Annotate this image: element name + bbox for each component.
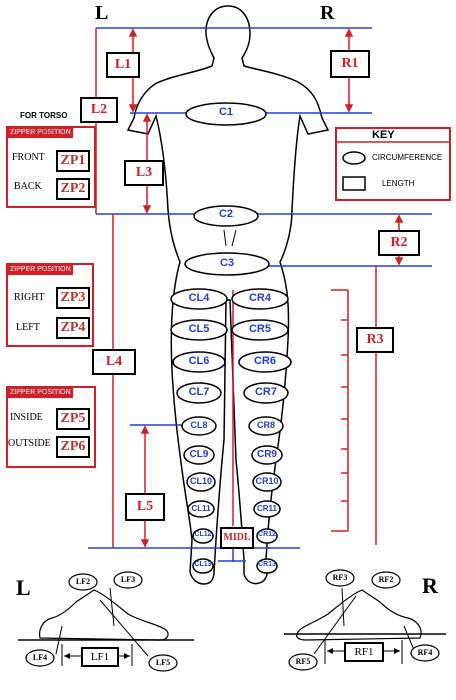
- circ-label-right-9: CR9: [256, 448, 277, 460]
- length-label-lf1: LF1: [81, 647, 119, 667]
- foot-label-lf2: LF2: [75, 577, 91, 586]
- left-foot-side-label: L: [16, 575, 31, 600]
- circ-label-left-12: CL12: [194, 531, 212, 539]
- circ-label-left-10: CL10: [189, 476, 212, 487]
- key-length-text: LENGTH: [382, 179, 415, 188]
- left-side-label: L: [95, 2, 109, 24]
- circ-label-left-9: CL9: [189, 448, 209, 460]
- zipper-code-zp4[interactable]: ZP4: [56, 317, 90, 339]
- right-foot-drawing: [296, 589, 422, 641]
- foot-label-rf5: RF5: [295, 657, 311, 666]
- circ-label-right-11: CR11: [256, 503, 277, 513]
- circ-label-left-4: CL4: [188, 291, 210, 304]
- foot-label-rf2: RF2: [378, 575, 394, 584]
- zipper-row-label: BACK: [14, 181, 42, 192]
- zipper-row-label: INSIDE: [10, 412, 43, 423]
- circ-label-left-7: CL7: [188, 385, 210, 398]
- circ-label-left-8: CL8: [190, 420, 208, 431]
- length-label-rf1: RF1: [344, 642, 384, 662]
- key-title: KEY: [372, 129, 395, 141]
- length-label-l4: L4: [92, 349, 136, 375]
- circ-label-c3: C3: [219, 257, 235, 269]
- length-label-r1: R1: [330, 50, 370, 78]
- circ-label-left-13: CL13: [194, 561, 212, 569]
- left-foot-drawing: [39, 589, 169, 641]
- circ-label-right-6: CR6: [253, 354, 276, 367]
- foot-label-lf5: LF5: [155, 658, 171, 667]
- foot-label-lf3: LF3: [120, 575, 136, 584]
- zipper-row-label: RIGHT: [14, 292, 45, 303]
- zipper-code-zp6[interactable]: ZP6: [56, 436, 90, 458]
- right-foot-side-label: R: [422, 573, 438, 598]
- zipper-row-label: LEFT: [16, 322, 40, 333]
- torso-note: FOR TORSO: [20, 111, 68, 120]
- key-circumference-text: CIRCUMFERENCE: [372, 153, 443, 162]
- zipper-group-legs: ZIPPER POSITION INSIDE ZP5 OUTSIDE ZP6: [6, 386, 96, 468]
- zipper-group-title: ZIPPER POSITION: [8, 128, 73, 138]
- circ-label-left-11: CL11: [191, 503, 211, 513]
- circ-label-right-10: CR10: [255, 476, 279, 487]
- circ-label-right-7: CR7: [254, 385, 277, 398]
- length-label-l1: L1: [106, 52, 140, 78]
- zipper-row-label: FRONT: [12, 152, 45, 163]
- circ-label-left-5: CL5: [188, 322, 210, 335]
- circ-label-right-8: CR8: [256, 420, 275, 431]
- zipper-group-title: ZIPPER POSITION: [8, 265, 73, 275]
- zipper-row-label: OUTSIDE: [8, 438, 51, 449]
- zipper-code-zp3[interactable]: ZP3: [56, 287, 90, 309]
- zipper-group-sides: ZIPPER POSITION RIGHT ZP3 LEFT ZP4: [6, 263, 94, 347]
- foot-label-rf3: RF3: [332, 573, 348, 582]
- zipper-code-zp2[interactable]: ZP2: [56, 178, 90, 200]
- length-label-r3: R3: [356, 327, 394, 353]
- circ-label-right-5: CR5: [248, 322, 271, 335]
- zipper-group-torso: ZIPPER POSITION FRONT ZP1 BACK ZP2: [6, 126, 96, 208]
- length-label-l2: L2: [80, 97, 118, 123]
- circ-label-right-12: CR12: [258, 531, 276, 539]
- circ-label-right-13: CR13: [258, 561, 276, 569]
- foot-label-lf4: LF4: [32, 653, 48, 662]
- circ-label-c1: C1: [218, 106, 234, 118]
- circ-label-left-6: CL6: [188, 354, 210, 367]
- circ-label-right-4: CR4: [248, 291, 271, 304]
- length-label-l5: L5: [125, 493, 165, 521]
- length-label-l3: L3: [124, 160, 164, 186]
- length-label-midl: MIDL: [220, 527, 254, 549]
- foot-label-rf4: RF4: [417, 648, 433, 657]
- circ-label-c2: C2: [218, 208, 234, 220]
- zipper-group-title: ZIPPER POSITION: [8, 388, 73, 398]
- zipper-code-zp5[interactable]: ZP5: [56, 408, 90, 430]
- zipper-code-zp1[interactable]: ZP1: [56, 150, 90, 172]
- length-label-r2: R2: [378, 230, 420, 256]
- right-side-label: R: [320, 2, 335, 24]
